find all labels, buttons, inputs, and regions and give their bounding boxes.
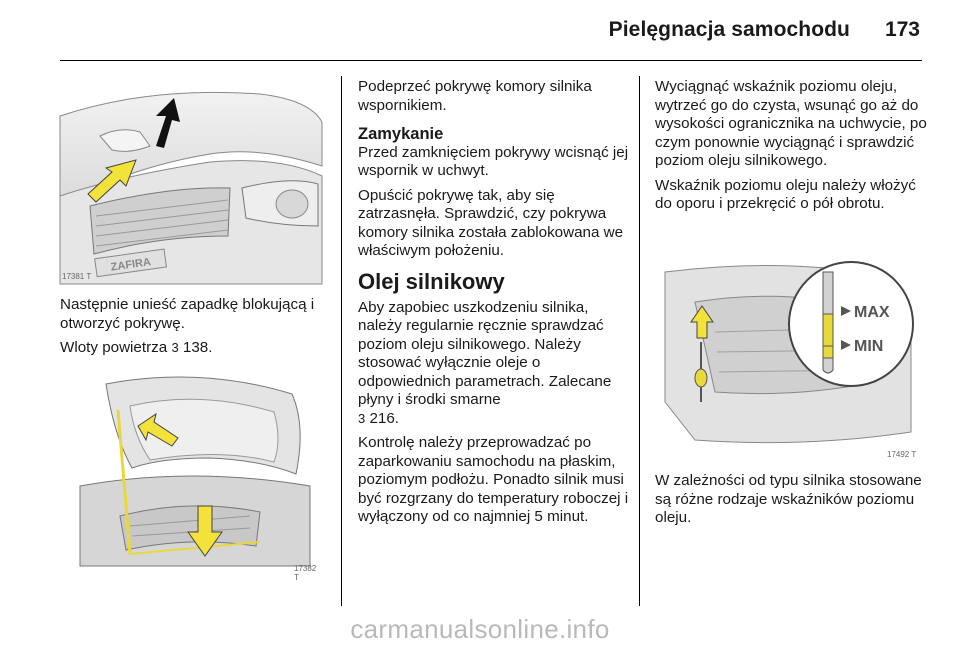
paragraph: Aby zapobiec uszkodzeniu silnika, należy… (358, 298, 612, 427)
column-3-text-bottom: W zależności od typu silnika stosowane s… (655, 472, 927, 534)
page-reference[interactable]: 138. (182, 339, 213, 356)
figure-oil-dipstick: MAX MIN 17492 T (655, 252, 923, 462)
page-reference[interactable]: 216. (369, 409, 400, 427)
column-divider (341, 76, 342, 606)
column-1-text: Następnie unieść zapadkę blokującą i otw… (60, 296, 328, 364)
zafira-badge: ZAFIRA (110, 256, 152, 274)
min-label: MIN (854, 338, 883, 355)
cross-reference-icon: 3 (358, 410, 366, 426)
max-label: MAX (854, 304, 890, 321)
paragraph: Przed zamknięciem pokrywy wcisnąć jej ws… (358, 143, 629, 180)
figure-id: 17382 T (294, 564, 317, 582)
paragraph: Wyciągnąć wskaźnik poziomu oleju, wytrze… (655, 78, 927, 169)
header-rule (60, 60, 922, 61)
column-2-text: Podeprzeć pokrywę komory silnika wsporni… (358, 78, 630, 533)
figure-hood-prop: 17382 T (60, 366, 322, 582)
section-subheading: Zamykanie (358, 125, 444, 143)
paragraph: Opuścić pokrywę tak, aby się zatrzasnęła… (358, 186, 624, 260)
paragraph: Wskaźnik poziomu oleju należy włożyć do … (655, 176, 916, 213)
column-3-text: Wyciągnąć wskaźnik poziomu oleju, wytrze… (655, 78, 927, 220)
paragraph: Kontrolę należy przeprowadzać po zaparko… (358, 434, 629, 525)
page-header: Pielęgnacja samochodu 173 (0, 14, 960, 48)
figure-id: 17492 T (887, 450, 917, 459)
paragraph: Wloty powietrza 3 138. (60, 339, 213, 356)
cross-reference-icon: 3 (171, 340, 179, 355)
watermark: carmanualsonline.info (350, 614, 610, 644)
figure-id: 17381 T (62, 272, 92, 281)
section-heading: Olej silnikowy (358, 268, 505, 294)
column-divider (639, 76, 640, 606)
paragraph: Podeprzeć pokrywę komory silnika wsporni… (358, 78, 592, 114)
paragraph: Następnie unieść zapadkę blokującą i otw… (60, 296, 315, 332)
page-number: 173 (884, 18, 920, 41)
paragraph: W zależności od typu silnika stosowane s… (655, 472, 922, 526)
figure-hood-latch: ZAFIRA 17381 T (59, 76, 323, 285)
page-title: Pielęgnacja samochodu (608, 18, 850, 41)
